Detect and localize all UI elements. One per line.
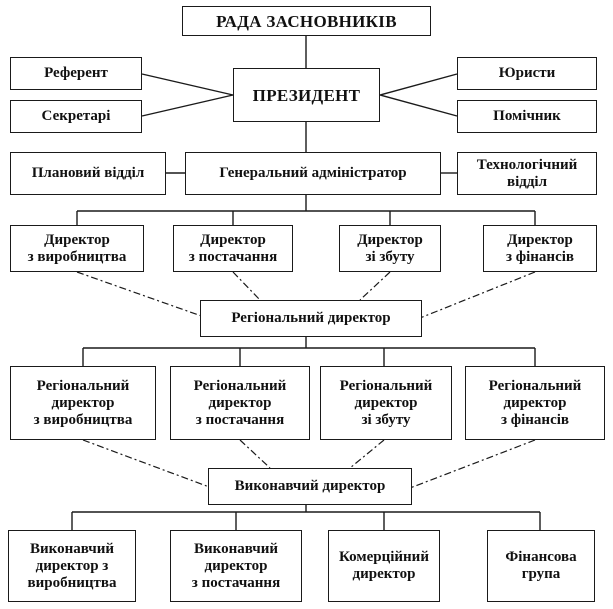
regional-director-sales-box: Регіональний директор зі збуту — [320, 366, 452, 440]
executive-director-supply-box: Виконавчий директор з постачання — [170, 530, 302, 602]
commercial-director-box: Комерційний директор — [328, 530, 440, 602]
finance-group-box: Фінансова група — [487, 530, 595, 602]
director-sales-box: Директор зі збуту — [339, 225, 441, 272]
president-box: ПРЕЗИДЕНТ — [233, 68, 380, 122]
executive-director-box: Виконавчий директор — [208, 468, 412, 505]
executive-director-production-box: Виконавчий директор з виробництва — [8, 530, 136, 602]
regional-director-finance-box: Регіональний директор з фінансів — [465, 366, 605, 440]
lawyers-box: Юристи — [457, 57, 597, 90]
director-production-box: Директор з виробництва — [10, 225, 144, 272]
assistant-box: Помічник — [457, 100, 597, 133]
technology-department-box: Технологічний відділ — [457, 152, 597, 195]
referent-box: Референт — [10, 57, 142, 90]
regional-director-production-box: Регіональний директор з виробництва — [10, 366, 156, 440]
secretaries-box: Секретарі — [10, 100, 142, 133]
general-administrator-box: Генеральний адміністратор — [185, 152, 441, 195]
director-finance-box: Директор з фінансів — [483, 225, 597, 272]
regional-director-box: Регіональний директор — [200, 300, 422, 337]
regional-director-supply-box: Регіональний директор з постачання — [170, 366, 310, 440]
director-supply-box: Директор з постачання — [173, 225, 293, 272]
board-of-founders-box: РАДА ЗАСНОВНИКІВ — [182, 6, 431, 36]
planning-department-box: Плановий відділ — [10, 152, 166, 195]
